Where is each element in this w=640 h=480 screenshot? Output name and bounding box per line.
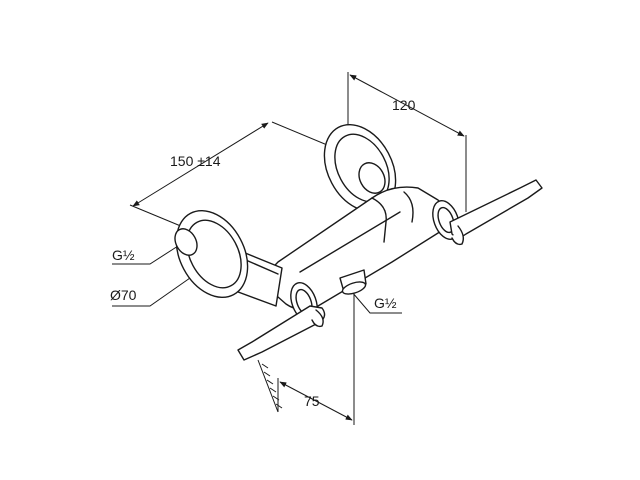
dimension-lines [132,74,465,421]
dimension-label-150: 150 ±14 [170,153,221,169]
dimension-line-150 [132,122,269,207]
wall-hatching [257,359,283,413]
bottom-outlet [339,269,367,295]
callout-thread-left: G½ [112,247,135,263]
dimension-line-120 [349,74,465,137]
left-lever [237,305,326,361]
callout-thread-bottom: G½ [374,295,397,311]
right-lever [449,179,543,246]
leader-lines [112,245,402,314]
dimension-label-75: 75 [304,393,320,409]
callout-diameter: Ø70 [110,287,137,303]
left-wall-flange [174,209,249,299]
dimension-line-75 [279,381,353,421]
dimension-label-120: 120 [392,97,416,113]
